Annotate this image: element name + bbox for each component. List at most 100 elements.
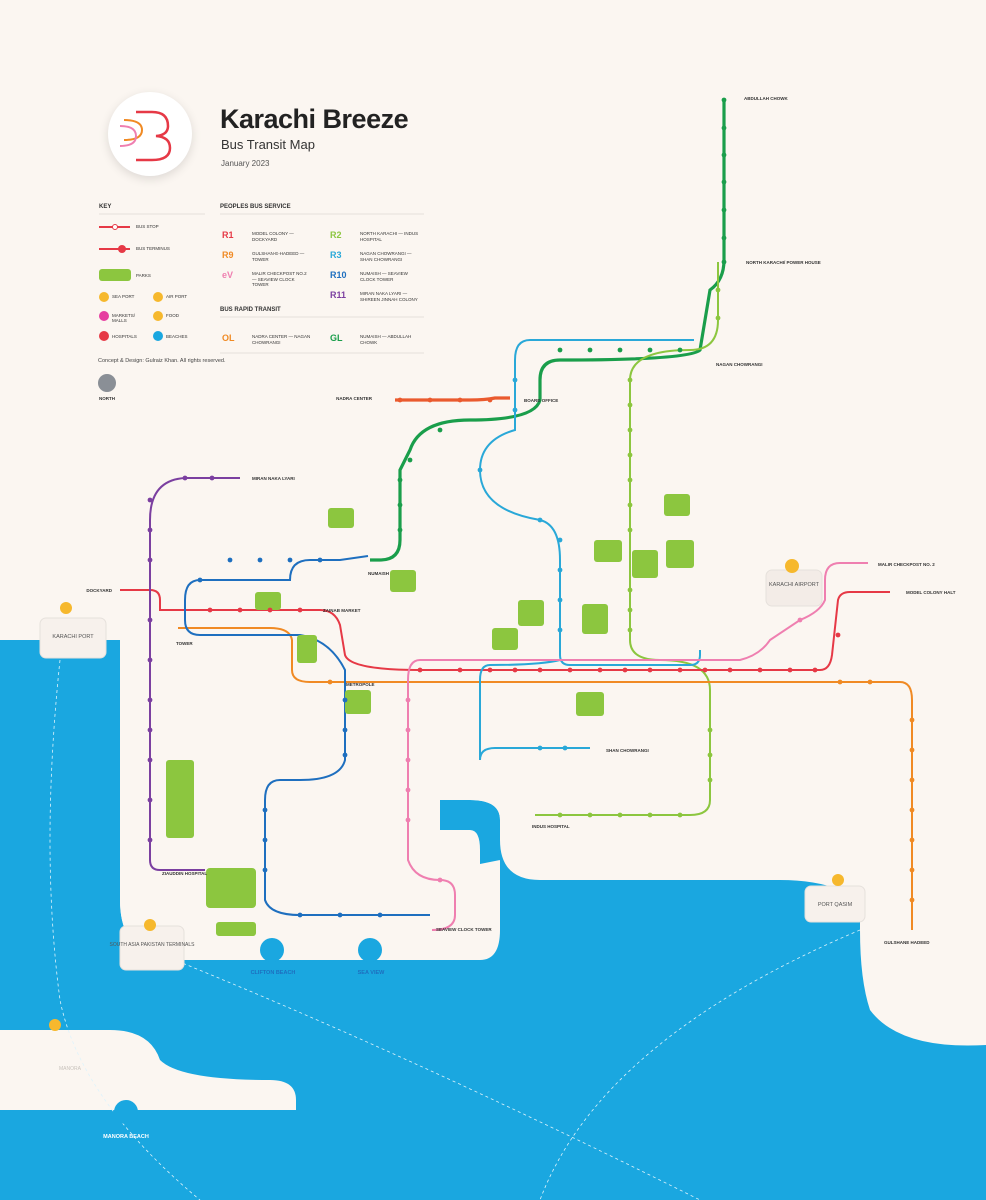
bus-stop — [227, 557, 233, 563]
bus-stop — [557, 347, 563, 353]
station-metropole: METROPOLE — [346, 682, 375, 687]
park — [255, 592, 281, 610]
beach-icon — [114, 1100, 138, 1124]
pbs-route-name-r3: NAGAN CHOWRANGI — SHAN CHOWRANGI — [360, 251, 412, 262]
park — [594, 540, 622, 562]
bus-stop — [437, 877, 443, 883]
bus-stop — [405, 817, 411, 823]
bus-stop — [909, 897, 915, 903]
station-abdullah-chowk: ABDULLAH CHOWK — [744, 96, 788, 101]
bus-stop — [147, 797, 153, 803]
bus-stop — [707, 777, 713, 783]
bus-stop — [397, 527, 403, 533]
route-r1 — [120, 589, 890, 671]
park — [206, 868, 256, 908]
bus-stop — [405, 727, 411, 733]
route-ol — [395, 396, 510, 402]
bus-stop — [835, 632, 841, 638]
airport-label: KARACHI AIRPORT — [769, 582, 820, 588]
bus-stop — [721, 152, 727, 158]
brt-route-name-ol: NADRA CENTER — NAGAN CHOWRANGI — [252, 334, 311, 345]
bus-stop — [342, 697, 348, 703]
logo — [108, 92, 192, 176]
pbs-route-name-r2: NORTH KARACHI — INDUS HOSPITAL — [360, 231, 419, 242]
brt-route-code-ol: OL — [222, 333, 235, 343]
bus-stop — [477, 467, 483, 473]
pbs-route-code-r10: R10 — [330, 270, 347, 280]
north-icon — [98, 374, 116, 392]
south-asia-label: SOUTH ASIA PAKISTAN TERMINALS — [109, 942, 195, 948]
bus-stop — [721, 97, 727, 103]
bus-stop — [262, 807, 268, 813]
bus-stop — [317, 557, 323, 563]
key-item-bus-stop: BUS STOP — [136, 224, 159, 229]
station-gulshane-hadeed: GULSHANE HADEED — [884, 940, 930, 945]
bus-stop — [909, 807, 915, 813]
bus-stop — [512, 667, 518, 673]
bus-stop — [867, 679, 873, 685]
bus-stop — [287, 557, 293, 563]
key-item-markets: MARKETS/ MALLS — [112, 313, 136, 323]
bus-stop — [437, 427, 443, 433]
seaport-icon — [49, 1019, 61, 1031]
station-indus: INDUS HOSPITAL — [532, 824, 570, 829]
bus-stop — [512, 377, 518, 383]
bus-stop — [209, 475, 215, 481]
bus-stop — [627, 527, 633, 533]
port-qasim-label: PORT QASIM — [818, 902, 853, 908]
pbs-route-code-ev: eV — [222, 270, 234, 280]
station-seaview-clock: SEAVIEW CLOCK TOWER — [436, 927, 492, 932]
bus-stop — [147, 727, 153, 733]
manora-beach-label: MANORA BEACH — [103, 1134, 149, 1140]
bus-stop — [677, 667, 683, 673]
station-board-office: BOARD OFFICE — [524, 398, 558, 403]
park — [297, 635, 317, 663]
bus-stop — [557, 812, 563, 818]
route-r11 — [149, 477, 240, 871]
key-item-food: FOOD — [166, 313, 179, 318]
brt-route-name-gl: NUMAISH — ABDULLAH CHOWK — [360, 334, 412, 345]
pbs-route-name-r10: NUMAISH — SEAVIEW CLOCK TOWER — [360, 271, 408, 282]
bus-stop — [197, 577, 203, 583]
bus-stop — [262, 867, 268, 873]
bus-stop — [377, 912, 383, 918]
peoples-bus-title: PEOPLES BUS SERVICE — [220, 204, 291, 210]
airport-box — [765, 569, 823, 607]
bus-stop — [627, 502, 633, 508]
bus-stop — [909, 717, 915, 723]
karachi-port-label: KARACHI PORT — [52, 634, 94, 640]
station-nadra: NADRA CENTER — [336, 396, 373, 401]
bus-stop — [405, 787, 411, 793]
key-item-sea-port: SEA PORT — [112, 294, 135, 299]
bus-stop — [237, 607, 243, 613]
bus-stop — [727, 667, 733, 673]
park — [390, 570, 416, 592]
bus-stop — [147, 527, 153, 533]
park — [518, 600, 544, 626]
route-r2 — [535, 262, 719, 816]
bus-stop — [627, 402, 633, 408]
bus-stop — [297, 607, 303, 613]
bus-stop — [721, 235, 727, 241]
bus-stop — [297, 912, 303, 918]
park — [216, 922, 256, 936]
bus-stop — [257, 557, 263, 563]
pbs-route-name-r11: MIRAN NAKA LYARI — SHIREEN JINNAH COLONY — [360, 291, 418, 302]
bus-stop — [537, 667, 543, 673]
bus-stop — [427, 397, 433, 403]
pbs-route-code-r9: R9 — [222, 250, 234, 260]
bus-stop — [557, 537, 563, 543]
bus-stop — [909, 777, 915, 783]
park — [576, 692, 604, 716]
key-item-hospitals: HOSPITALS — [112, 334, 137, 339]
station-dockyard: DOCKYARD — [86, 588, 112, 593]
park — [666, 540, 694, 568]
bus-stop — [342, 727, 348, 733]
bus-stop — [647, 812, 653, 818]
key-item-air-port: AIR PORT — [166, 294, 188, 299]
bus-stop — [397, 477, 403, 483]
bus-stop — [707, 752, 713, 758]
pbs-route-code-r3: R3 — [330, 250, 342, 260]
bus-stop — [537, 517, 543, 523]
bus-stop — [417, 667, 423, 673]
